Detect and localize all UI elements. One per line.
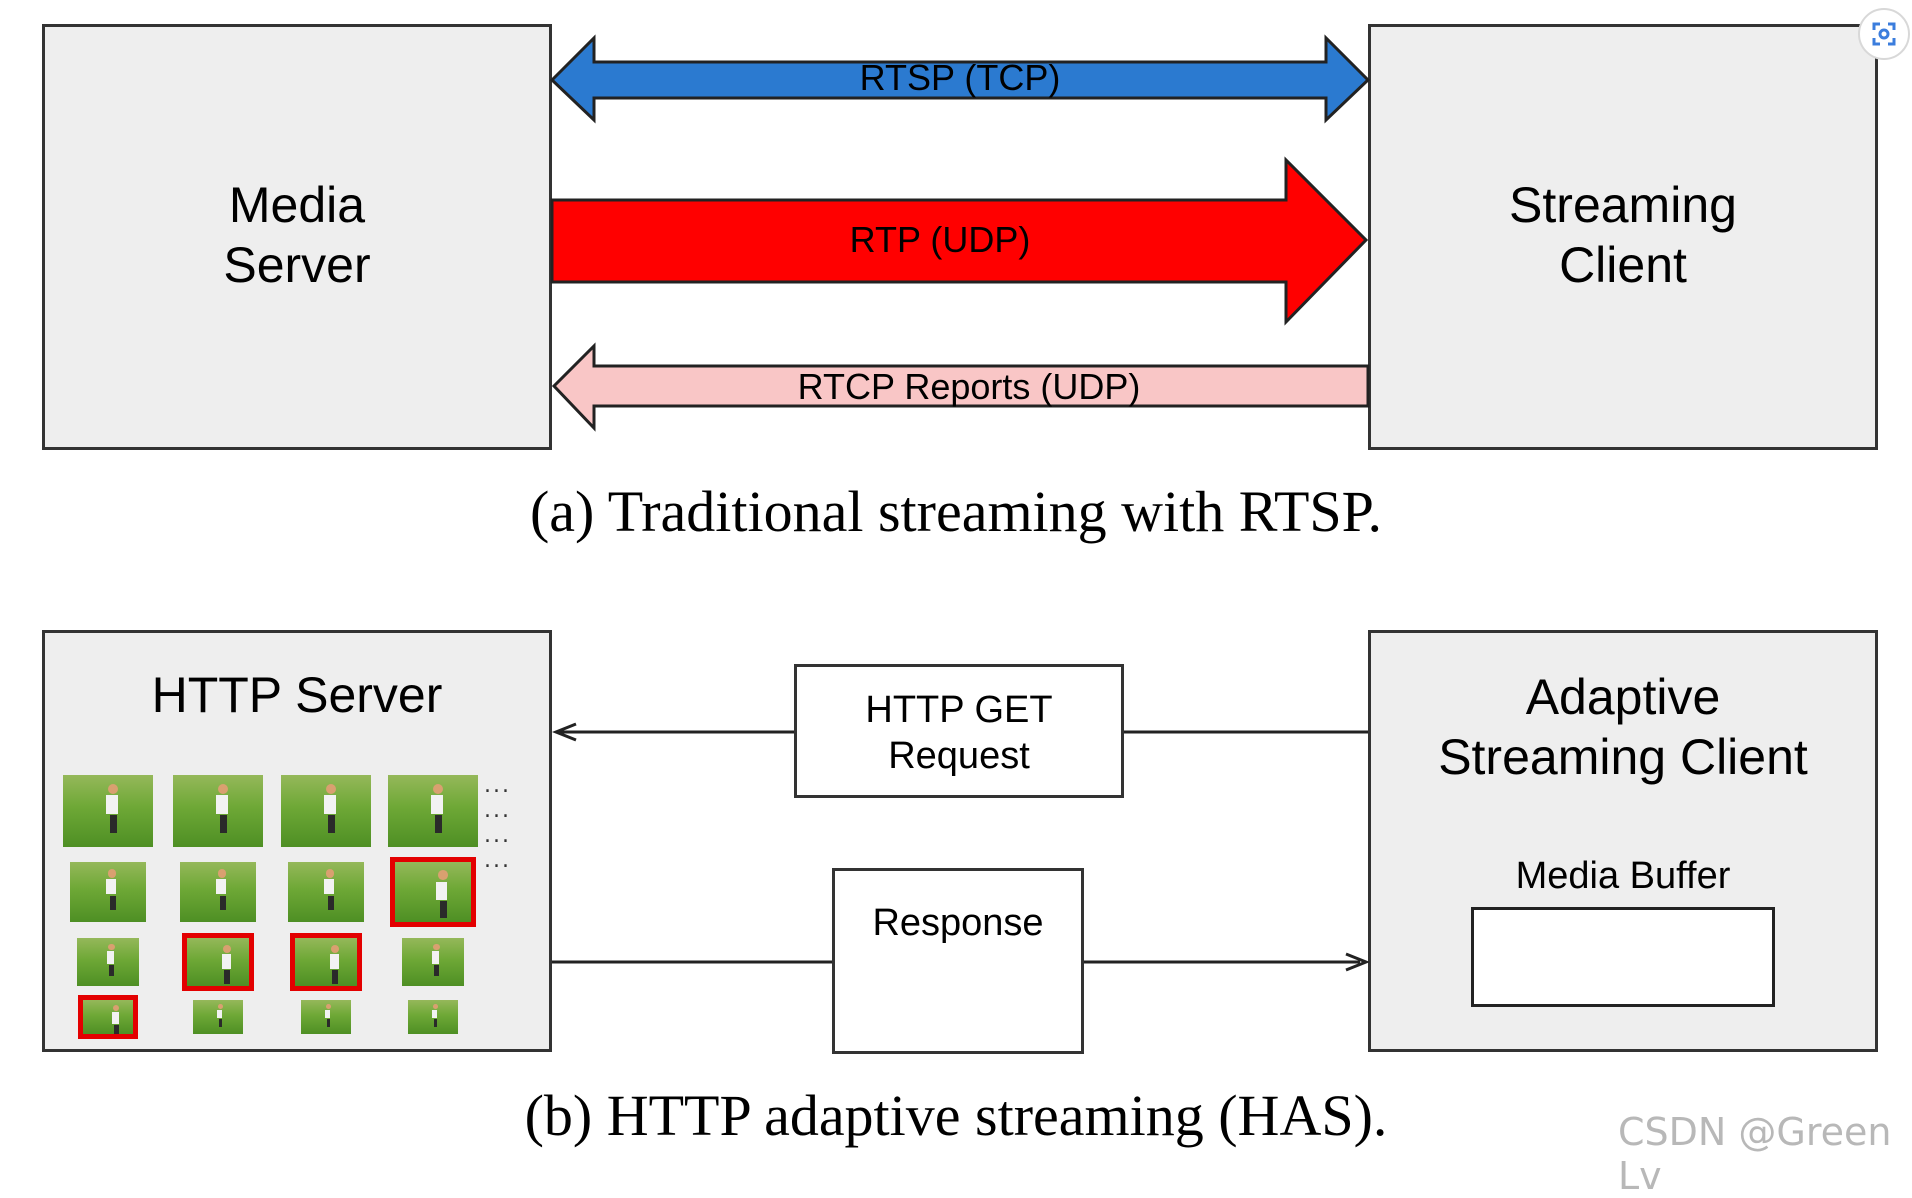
more-dots-2: ... [484,798,511,823]
response-arrowhead [1345,952,1371,972]
segment-thumbnail [70,862,146,922]
rtsp-label: RTSP (TCP) [859,57,1061,98]
segment-thumbnail [281,775,371,847]
segment-thumbnail [390,857,476,927]
segment-thumbnail [290,933,362,991]
screenshot-icon [1872,22,1896,46]
media-server-label: Media Server [223,177,371,293]
segment-thumbnail [301,1000,351,1034]
segment-thumbnail [288,862,364,922]
rtcp-label: RTCP Reports (UDP) [797,366,1141,407]
segment-thumbnail [180,862,256,922]
caption-b: (b) HTTP adaptive streaming (HAS). [524,1083,1388,1148]
adaptive-client-title: Adaptive Streaming Client [1438,669,1808,785]
segment-thumbnail [388,775,478,847]
streaming-client-box: Streaming Client [1368,24,1878,450]
rtsp-arrow [549,34,1371,124]
segment-thumbnail [173,775,263,847]
protocol-arrows [549,34,1371,432]
watermark: CSDN @Green Lv [1618,1110,1892,1198]
segment-thumbnail [402,938,464,986]
caption-a: (a) Traditional streaming with RTSP. [529,479,1383,544]
rtp-arrow [550,156,1369,326]
more-dots-3: ... [484,823,511,848]
segment-thumbnail [63,775,153,847]
segment-thumbnail [193,1000,243,1034]
segment-thumbnail [78,995,138,1039]
rtcp-arrow [551,342,1370,432]
http-server-title: HTTP Server [151,667,443,723]
screenshot-button[interactable] [1858,8,1910,60]
segment-thumbnail [182,933,254,991]
segment-thumbnail [77,938,139,986]
media-server-box: Media Server [42,24,552,450]
adaptive-client-box: Adaptive Streaming Client Media Buffer [1368,630,1878,1052]
more-dots-4: ... [484,848,511,873]
response-box: Response [832,868,1084,1054]
more-dots-1: ... [484,773,511,798]
request-arrowhead [551,722,577,742]
segment-thumbnail [408,1000,458,1034]
media-buffer [1471,907,1775,1007]
http-get-request-box: HTTP GET Request [794,664,1124,798]
streaming-client-label: Streaming Client [1509,177,1737,293]
media-buffer-label: Media Buffer [1515,855,1731,897]
rtp-label: RTP (UDP) [849,219,1031,260]
